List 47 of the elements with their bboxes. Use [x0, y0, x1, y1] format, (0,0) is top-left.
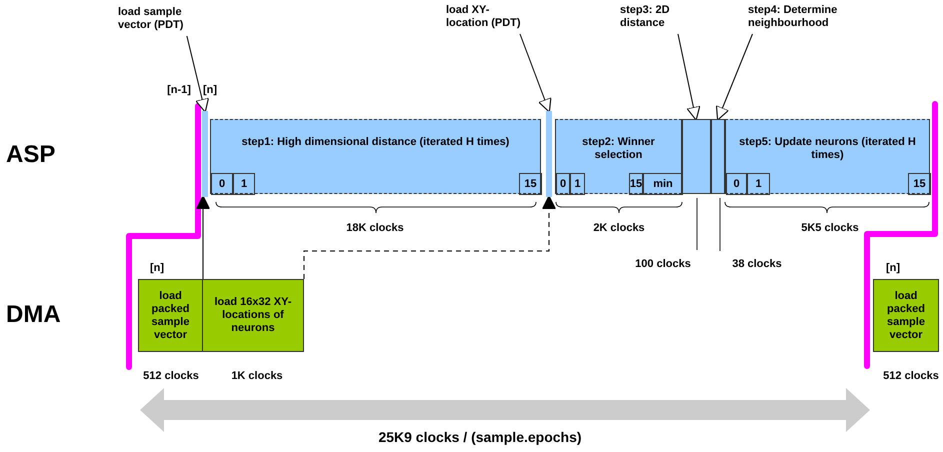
- arrow: [678, 34, 700, 121]
- annotation-text: 512 clocks: [882, 370, 940, 383]
- callout-text: load sample vector (PDT): [118, 6, 202, 36]
- annotation-text: 512 clocks: [142, 370, 200, 383]
- index-cell: 15: [629, 173, 643, 195]
- step-block: [210, 119, 541, 194]
- block-label: step1: High dimensional distance (iterated H times): [240, 136, 510, 149]
- index-cell: 15: [908, 173, 931, 195]
- index-cell: 0: [556, 173, 570, 195]
- annotation-text: 18K clocks: [345, 222, 405, 235]
- annotation-text: 5K5 clocks: [800, 222, 860, 235]
- annotation-text: 1K clocks: [230, 370, 284, 383]
- step-block: [711, 119, 725, 194]
- dma-transfer-block: load packed sample vector: [873, 279, 939, 352]
- index-cell: 0: [211, 173, 233, 195]
- step-block: [725, 119, 930, 194]
- callout-text: step3: 2D distance: [620, 4, 700, 34]
- annotation-text: [n]: [886, 262, 902, 275]
- lane-label: ASP: [6, 140, 56, 170]
- annotation-text: 100 clocks: [634, 258, 692, 271]
- annotation-text: 2K clocks: [592, 222, 646, 235]
- arrow: [520, 34, 552, 113]
- arrow: [196, 195, 210, 280]
- callout-text: load XY-location (PDT): [446, 4, 526, 34]
- index-cell: 1: [570, 173, 585, 195]
- index-cell: 15: [519, 173, 542, 195]
- dma-transfer-block: load 16x32 XY-locations of neurons: [202, 279, 304, 352]
- callout-text: step4: Determine neighbourhood: [748, 4, 860, 34]
- index-cell: 1: [747, 173, 770, 195]
- arrow: [304, 195, 556, 280]
- annotation-text: [n-1]: [166, 84, 192, 97]
- annotation-text: [n]: [203, 84, 218, 97]
- step-block: [682, 119, 711, 194]
- arrow: [186, 36, 210, 113]
- annotation-text: 25K9 clocks / (sample.epochs): [377, 428, 583, 446]
- dma-transfer-block: load packed sample vector: [138, 279, 203, 352]
- index-cell: 1: [233, 173, 255, 195]
- block-label: step5: Update neurons (iterated H times): [738, 136, 917, 162]
- index-cell: 0: [726, 173, 747, 195]
- block-label: step2: Winner selection: [581, 136, 656, 162]
- annotation-text: [n]: [150, 262, 166, 275]
- step-block: [555, 119, 682, 194]
- timing-bar: [202, 111, 208, 197]
- timing-bar: [546, 111, 552, 197]
- arrow: [716, 34, 753, 121]
- annotation-text: 38 clocks: [731, 258, 783, 271]
- lane-label: DMA: [6, 300, 62, 330]
